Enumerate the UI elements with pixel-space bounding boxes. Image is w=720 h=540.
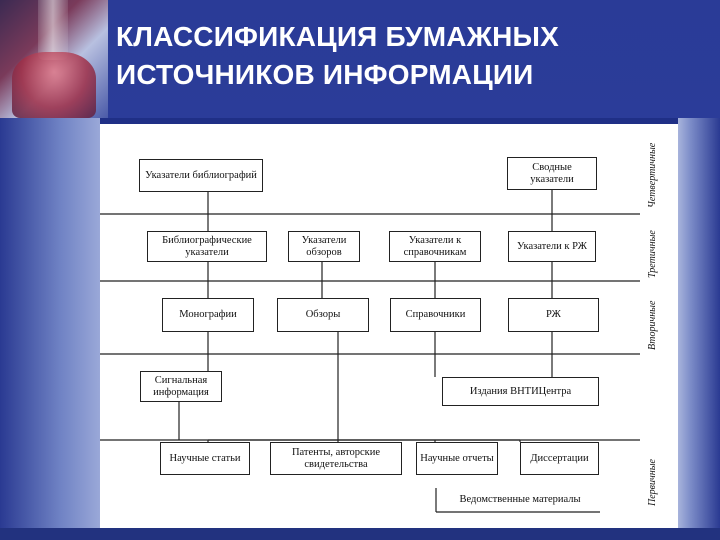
classification-diagram: Указатели библиографий Сводные указатели… <box>100 124 678 528</box>
slide-header: КЛАССИФИКАЦИЯ БУМАЖНЫХ ИСТОЧНИКОВ ИНФОРМ… <box>0 0 720 118</box>
level-label-primary: Первичные <box>647 459 658 506</box>
box-bibliography-indexes: Указатели библиографий <box>139 159 263 192</box>
box-rzh: РЖ <box>508 298 599 332</box>
box-reviews: Обзоры <box>277 298 369 332</box>
box-signal-info: Сигнальная информация <box>140 371 222 402</box>
slide-title: КЛАССИФИКАЦИЯ БУМАЖНЫХ ИСТОЧНИКОВ ИНФОРМ… <box>116 21 560 90</box>
box-review-indexes: Указатели обзоров <box>288 231 360 262</box>
level-label-tertiary: Третичные <box>647 230 658 278</box>
box-reference-books: Справочники <box>390 298 481 332</box>
box-patents: Патенты, авторские свидетельства <box>270 442 402 475</box>
box-reference-indexes: Указатели к справочникам <box>389 231 481 262</box>
box-rzh-indexes: Указатели к РЖ <box>508 231 596 262</box>
bottom-decor-bar <box>0 528 720 540</box>
box-monographs: Монографии <box>162 298 254 332</box>
box-dissertations: Диссертации <box>520 442 599 475</box>
box-vnitc-editions: Издания ВНТИЦентра <box>442 377 599 406</box>
box-bibliographic-indexes: Библиографические указатели <box>147 231 267 262</box>
box-scientific-reports: Научные отчеты <box>416 442 498 475</box>
right-decor-band <box>678 118 720 540</box>
level-label-quaternary: Четвертичные <box>647 142 658 208</box>
box-consolidated-indexes: Сводные указатели <box>507 157 597 190</box>
left-decor-band <box>0 118 100 540</box>
box-scientific-articles: Научные статьи <box>160 442 250 475</box>
level-label-secondary: Вторичные <box>647 300 658 350</box>
diagram-connectors <box>100 190 640 513</box>
flask-image <box>0 0 108 118</box>
label-departmental: Ведомственные материалы <box>459 494 581 505</box>
